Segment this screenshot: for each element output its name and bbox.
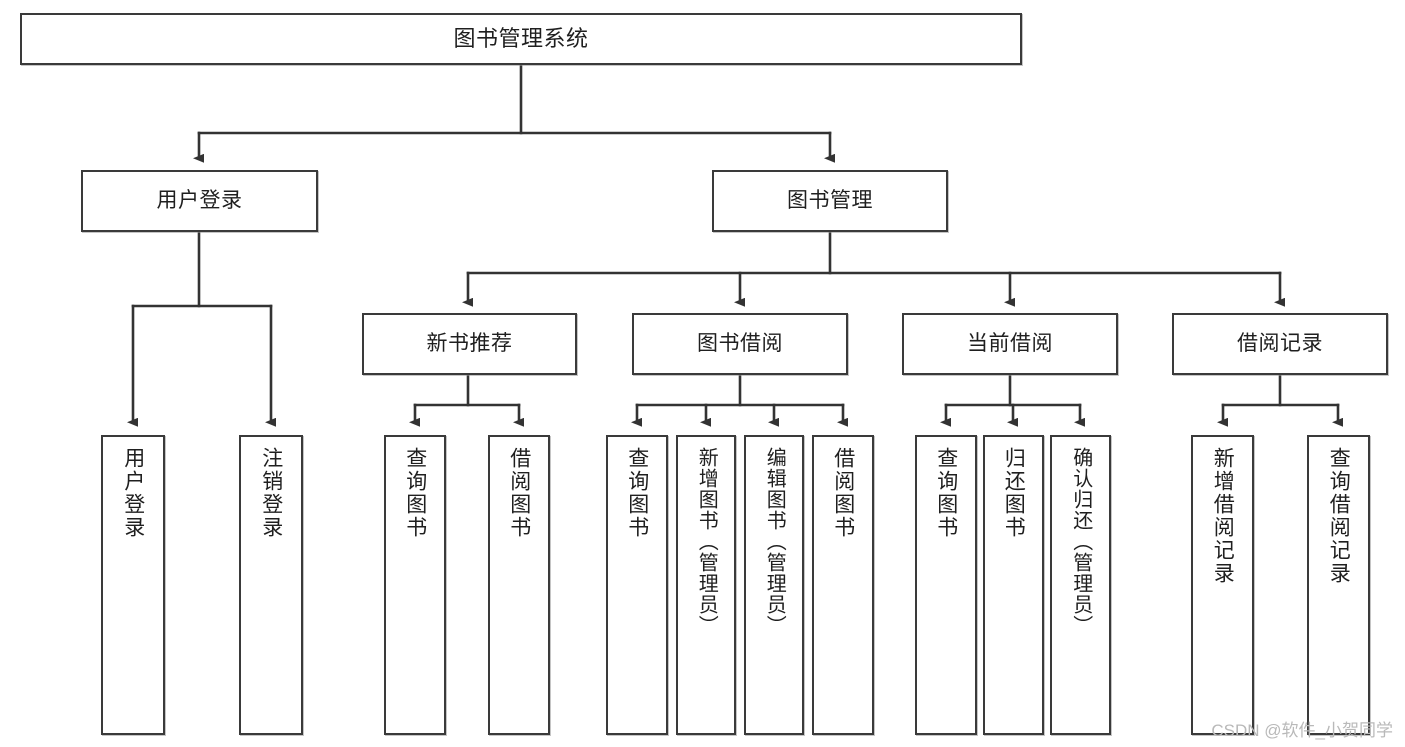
node-leaf-query-book-2[interactable]: 查询图书 [606, 435, 668, 735]
node-new-book-recommend[interactable]: 新书推荐 [362, 313, 577, 375]
node-current-borrow-label: 当前借阅 [967, 332, 1053, 356]
node-leaf-return-book-label: 归还图书 [1002, 447, 1026, 539]
node-borrow-record[interactable]: 借阅记录 [1172, 313, 1388, 375]
node-leaf-query-book-1-label: 查询图书 [403, 447, 427, 539]
node-book-borrow-label: 图书借阅 [697, 332, 783, 356]
node-leaf-borrow-book-2-label: 借阅图书 [831, 447, 855, 539]
node-current-borrow[interactable]: 当前借阅 [902, 313, 1118, 375]
node-new-book-recommend-label: 新书推荐 [426, 332, 513, 356]
node-leaf-logout[interactable]: 注销登录 [239, 435, 303, 735]
node-leaf-edit-book-label: 编辑图书（管理员） [763, 447, 786, 636]
node-leaf-add-book-label: 新增图书（管理员） [695, 447, 718, 636]
node-leaf-borrow-book-2[interactable]: 借阅图书 [812, 435, 874, 735]
node-leaf-logout-label: 注销登录 [259, 447, 283, 539]
node-leaf-confirm-return-label: 确认归还（管理员） [1069, 447, 1092, 636]
node-book-borrow[interactable]: 图书借阅 [632, 313, 848, 375]
node-leaf-user-login-label: 用户登录 [121, 447, 145, 539]
node-user-login[interactable]: 用户登录 [81, 170, 318, 232]
node-leaf-query-record[interactable]: 查询借阅记录 [1307, 435, 1370, 735]
node-leaf-return-book[interactable]: 归还图书 [983, 435, 1044, 735]
node-leaf-confirm-return[interactable]: 确认归还（管理员） [1050, 435, 1111, 735]
node-leaf-borrow-book-1-label: 借阅图书 [507, 447, 531, 539]
node-leaf-edit-book[interactable]: 编辑图书（管理员） [744, 435, 804, 735]
node-leaf-borrow-book-1[interactable]: 借阅图书 [488, 435, 550, 735]
node-leaf-query-book-1[interactable]: 查询图书 [384, 435, 446, 735]
watermark: CSDN @软件_小贺同学 [1211, 721, 1393, 740]
node-leaf-query-record-label: 查询借阅记录 [1327, 447, 1351, 585]
node-leaf-add-book[interactable]: 新增图书（管理员） [676, 435, 736, 735]
node-user-login-label: 用户登录 [156, 189, 243, 213]
node-root-label: 图书管理系统 [453, 25, 589, 51]
node-leaf-add-record-label: 新增借阅记录 [1211, 447, 1235, 585]
node-leaf-query-book-3[interactable]: 查询图书 [915, 435, 977, 735]
node-root[interactable]: 图书管理系统 [20, 13, 1022, 65]
node-book-manage[interactable]: 图书管理 [712, 170, 948, 232]
node-leaf-query-book-2-label: 查询图书 [625, 447, 649, 539]
node-leaf-query-book-3-label: 查询图书 [934, 447, 958, 539]
node-borrow-record-label: 借阅记录 [1237, 332, 1323, 356]
node-book-manage-label: 图书管理 [787, 189, 873, 213]
node-leaf-user-login[interactable]: 用户登录 [101, 435, 165, 735]
node-leaf-add-record[interactable]: 新增借阅记录 [1191, 435, 1254, 735]
